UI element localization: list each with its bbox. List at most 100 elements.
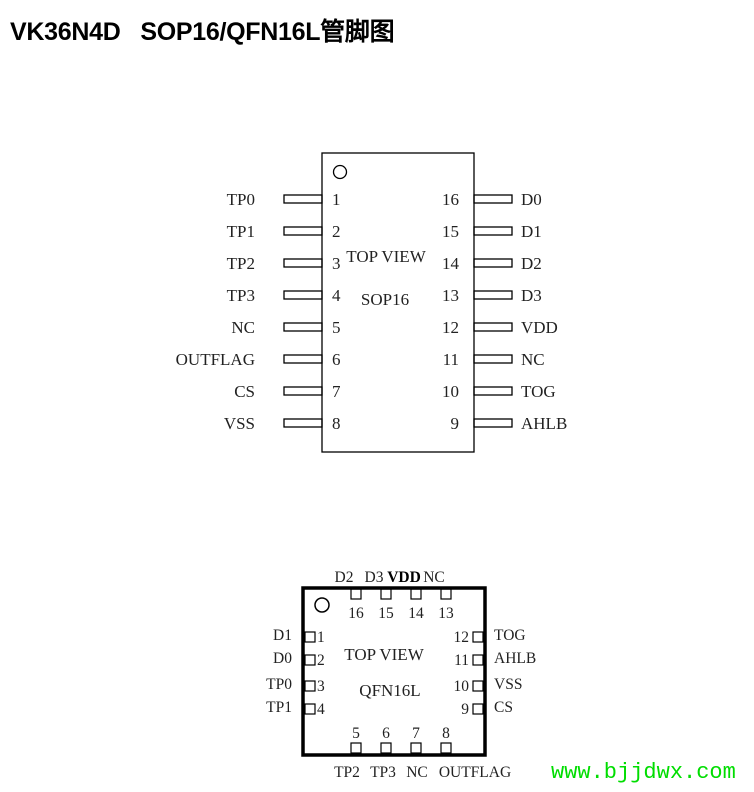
pin-pad [304,680,316,692]
pin-number: 4 [332,286,341,305]
pin-number: 10 [442,382,459,401]
pin-name: TP2 [227,254,255,273]
pin-pad [304,654,316,666]
pin-name: TP1 [266,699,292,716]
pin-number: 13 [438,605,454,622]
pin-number: 6 [382,725,390,742]
pin-number: 16 [348,605,364,622]
pin-number: 12 [454,629,470,646]
pin-number: 10 [454,678,470,695]
sop16-package-label: SOP16 [361,290,409,309]
pin-name: D3 [365,569,384,586]
pin-number: 3 [317,678,325,695]
pin-number: 1 [317,629,325,646]
pin-pad [410,742,422,754]
pin-name: TP3 [227,286,255,305]
pin-name: D2 [335,569,354,586]
pin-lead [283,354,323,364]
qfn16l-package: TOP VIEW QFN16L 16D215D314VDD13NC1D12D03… [266,569,536,781]
pin-number: 9 [461,701,469,718]
pin-name: TP1 [227,222,255,241]
pin-number: 2 [317,652,325,669]
pin-pad [350,742,362,754]
pin-lead [473,354,513,364]
pin-lead [283,226,323,236]
watermark-url: www.bjjdwx.com [551,760,736,785]
pin-name: D1 [521,222,542,241]
pin-name: VSS [224,414,255,433]
pin-lead [473,226,513,236]
pin-name: NC [406,764,428,781]
qfn16l-package-label: QFN16L [359,681,420,700]
qfn16l-body [301,586,487,757]
pin-name: NC [521,350,545,369]
pin-lead [473,322,513,332]
pin-lead [473,290,513,300]
pin-name: D3 [521,286,542,305]
pin-lead [283,386,323,396]
pin-number: 11 [454,652,469,669]
pin-number: 5 [352,725,360,742]
pin-name: TOG [494,627,526,644]
pin-pad [472,654,484,666]
sop16-view-label: TOP VIEW [346,247,426,266]
pin-lead [473,258,513,268]
pin-number: 15 [442,222,459,241]
pin-number: 4 [317,701,325,718]
pin-number: 16 [442,190,459,209]
pin-number: 8 [442,725,450,742]
pin-lead [473,418,513,428]
pin-pad [410,588,422,600]
pin-name: OUTFLAG [439,764,511,781]
pin-number: 3 [332,254,341,273]
pin-name: VDD [387,569,421,586]
pin-pad [380,742,392,754]
pin-number: 11 [443,350,459,369]
pin-pad [472,703,484,715]
pin-number: 5 [332,318,341,337]
pin-lead [283,194,323,204]
pin-number: 6 [332,350,341,369]
pin-pad [380,588,392,600]
pin-number: 14 [408,605,424,622]
pin-pad [472,631,484,643]
pin1-marker [332,164,348,180]
pin-number: 8 [332,414,341,433]
pin-number: 15 [378,605,394,622]
pin-pad [472,680,484,692]
pin-number: 2 [332,222,341,241]
pin-pad [304,631,316,643]
pin-name: TOG [521,382,556,401]
pin-name: TP0 [227,190,255,209]
pin-number: 1 [332,190,341,209]
pin-lead [283,258,323,268]
pin-name: VDD [521,318,558,337]
pin-name: D0 [521,190,542,209]
pin-number: 7 [332,382,341,401]
pin-pad [350,588,362,600]
pin-name: TP0 [266,676,292,693]
pin-name: D2 [521,254,542,273]
pin-lead [283,290,323,300]
qfn16l-view-label: TOP VIEW [344,645,424,664]
sop16-body [321,152,475,453]
pin-name: D0 [273,650,292,667]
pin-name: TP3 [370,764,396,781]
diagram-title: VK36N4D SOP16/QFN16L管脚图 [10,18,395,46]
pin-name: NC [423,569,445,586]
pin-name: AHLB [494,650,536,667]
pin-name: OUTFLAG [176,350,255,369]
pin-pad [440,742,452,754]
pin1-marker [314,597,330,613]
pin-pad [304,703,316,715]
pin-lead [473,194,513,204]
pin-number: 9 [451,414,460,433]
pin-name: AHLB [521,414,567,433]
pin-name: VSS [494,676,522,693]
pin-lead [283,322,323,332]
pin-name: NC [231,318,255,337]
pin-lead [283,418,323,428]
